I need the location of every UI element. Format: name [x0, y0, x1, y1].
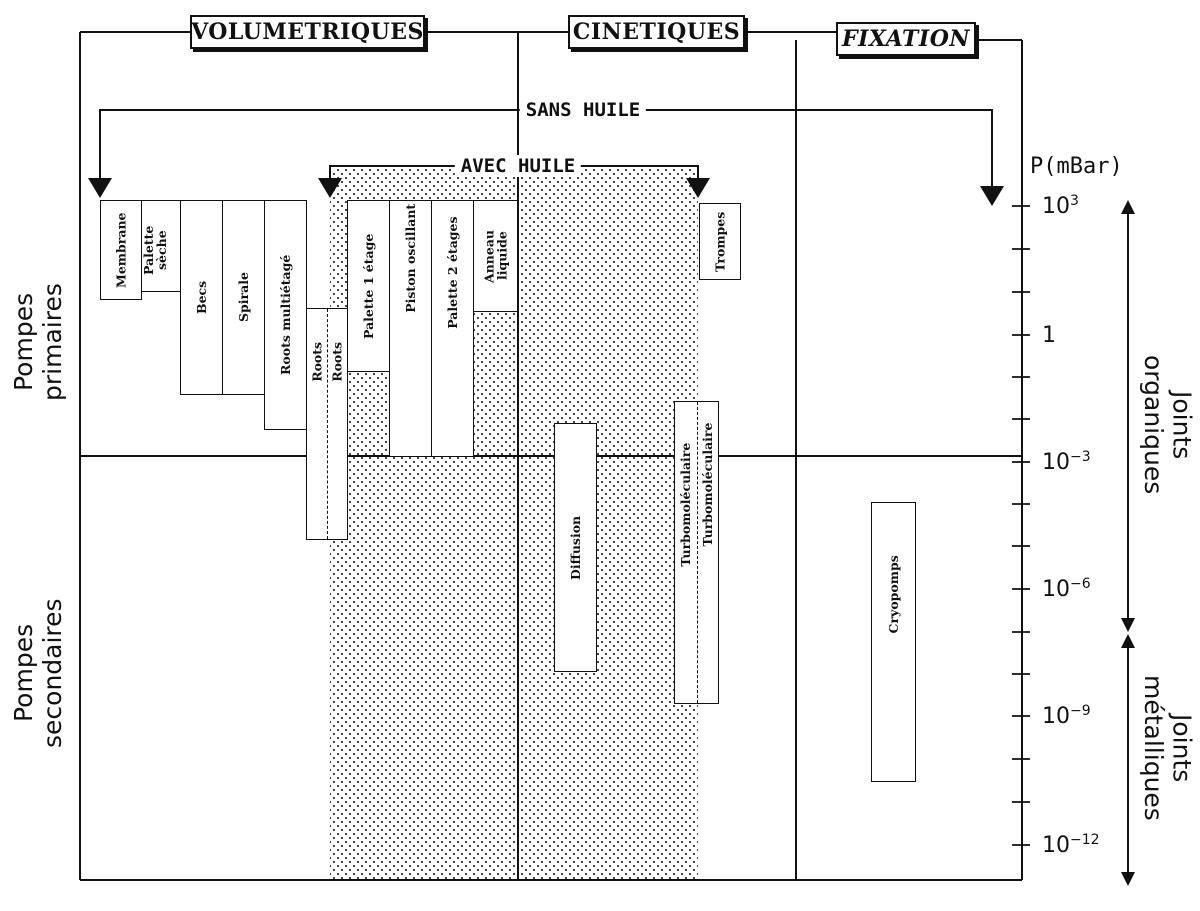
tick-label-1e-3: 10−3 [1042, 449, 1091, 475]
pressure-unit: P(mBar) [1030, 154, 1123, 179]
tick-base: 10 [1042, 577, 1070, 603]
pump-spirale-label: Spirale [235, 272, 251, 323]
pump-piston-oscillant: Piston oscillant [389, 200, 432, 457]
pump-palette-1-etage: Palette 1 étage [347, 200, 390, 372]
pump-anneau-liquide-range [473, 311, 518, 457]
header-fixation: FIXATION [836, 22, 976, 56]
avec-huile-arrow-right [686, 178, 710, 198]
pump-becs-label: Becs [193, 280, 209, 315]
pump-membrane-label: Membrane [113, 212, 129, 288]
tick-exponent: −3 [1070, 448, 1091, 465]
tick-base: 10 [1042, 833, 1070, 859]
pump-roots-label-b: Roots [329, 341, 345, 382]
pump-spirale: Spirale [222, 200, 265, 395]
label-pompes-primaires: Pompes primaires [9, 283, 67, 401]
pump-palette-seche-label: Palette sèche [141, 225, 170, 275]
pump-trompes-label: Trompes [712, 211, 728, 272]
label-sans-huile: SANS HUILE [519, 99, 647, 121]
pump-roots: Roots Roots [306, 308, 348, 540]
turbomoleculaire-divider [696, 402, 698, 703]
roots-divider [327, 309, 328, 539]
tick-base: 10 [1042, 704, 1070, 730]
pump-becs: Becs [180, 200, 223, 395]
label-pompes-secondaires: Pompes secondaires [9, 598, 67, 748]
pump-roots-multietage: Roots multiétagé [264, 200, 307, 430]
tick-label-1e-9: 10−9 [1042, 703, 1091, 729]
tick-label-1: 1 [1042, 322, 1056, 348]
sans-huile-arrow-left [88, 178, 112, 198]
tick-label-1e-6: 10−6 [1042, 576, 1091, 602]
label-avec-huile: AVEC HUILE [454, 155, 582, 177]
pump-roots-label-a: Roots [309, 341, 325, 382]
pump-palette-2-etages: Palette 2 étages [431, 200, 474, 457]
label-joints-metalliques: Joints métalliques [1138, 675, 1197, 821]
tick-label-1e3: 103 [1042, 193, 1079, 219]
label-joints-organiques: Joints organiques [1138, 355, 1197, 495]
pump-turbomoleculaire-label-b: Turbomoléculaire [699, 422, 715, 547]
pump-palette-2-etages-label: Palette 2 étages [444, 216, 460, 329]
tick-base: 1 [1042, 323, 1056, 349]
tick-exponent: 3 [1070, 192, 1079, 209]
sans-huile-arrow-right [980, 186, 1004, 206]
tick-exponent: −12 [1070, 831, 1100, 848]
pump-piston-oscillant-label: Piston oscillant [402, 203, 418, 313]
pump-trompes: Trompes [699, 203, 741, 280]
header-volumetriques: VOLUMETRIQUES [190, 15, 425, 49]
arrowhead-down [1121, 618, 1135, 632]
tick-exponent: −9 [1070, 702, 1091, 719]
tick-exponent: −6 [1070, 575, 1091, 592]
pump-palette-seche: Palette sèche [141, 200, 181, 292]
tick-base: 10 [1042, 450, 1070, 476]
pump-anneau-liquide-label: Anneau liquide [481, 229, 510, 283]
oil-region-lower [330, 456, 698, 880]
avec-huile-arrow-left [318, 178, 342, 198]
pump-membrane: Membrane [100, 200, 142, 300]
pressure-axis-ticks [1012, 205, 1030, 846]
arrowhead-up [1121, 200, 1135, 214]
header-cinetiques: CINETIQUES [568, 15, 745, 49]
pump-palette-1-etage-range [347, 371, 390, 457]
pump-diffusion: Diffusion [554, 423, 597, 672]
pump-cryopomps: Cryopomps [871, 502, 916, 782]
pump-diffusion-label: Diffusion [567, 515, 583, 580]
tick-label-1e-12: 10−12 [1042, 832, 1100, 858]
pump-palette-1-etage-label: Palette 1 étage [360, 233, 376, 339]
arrowhead-down [1121, 872, 1135, 886]
pump-roots-multietage-label: Roots multiétagé [277, 254, 293, 376]
tick-base: 10 [1042, 194, 1070, 220]
pump-anneau-liquide: Anneau liquide [473, 200, 518, 312]
pump-turbomoleculaire: Turbomoléculaire Turbomoléculaire [674, 401, 719, 704]
pump-turbomoleculaire-label-a: Turbomoléculaire [678, 442, 694, 567]
pump-cryopomps-label: Cryopomps [885, 555, 901, 634]
arrowhead-up [1121, 634, 1135, 648]
